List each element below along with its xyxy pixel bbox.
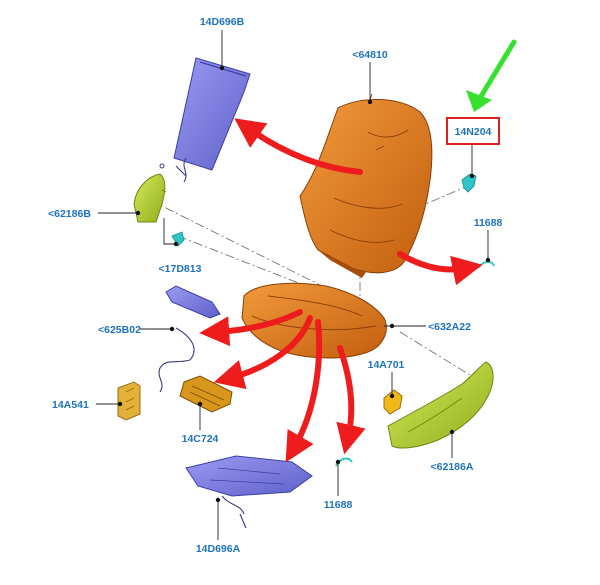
label-side-left[interactable]: <62186B [48,208,91,220]
red-arrow-cushion-to-module [213,315,313,390]
red-arrow-back-to-pad [234,118,363,175]
center-module-part[interactable] [179,375,233,413]
wire-frame-part[interactable] [158,285,221,393]
label-clip-left[interactable]: <17D813 [159,263,202,275]
seat-back-foam-part[interactable] [299,93,433,278]
seat-cushion-foam-part[interactable] [241,282,387,359]
bottom-clip-part[interactable] [335,457,353,467]
label-pad-back[interactable]: 14D696B [200,16,245,28]
red-arrow-cushion-to-clip [336,345,366,455]
red-arrow-cushion-to-frame [199,309,303,347]
label-side-right[interactable]: <62186A [431,461,474,473]
label-module-left[interactable]: 14A541 [52,399,89,411]
highlight-box [446,117,500,145]
label-clip-back[interactable]: 11688 [474,217,503,229]
label-frame[interactable]: <625B02 [98,324,141,336]
label-seat-back[interactable]: <64810 [352,49,387,61]
right-clip-part[interactable] [477,260,495,269]
label-seat-cushion[interactable]: <632A22 [428,321,471,333]
switch-part[interactable] [383,389,403,415]
assembly-arrows [199,118,483,463]
left-module-part[interactable] [117,381,141,421]
label-pad-bottom[interactable]: 14D696A [196,543,241,555]
leader-lines [96,30,491,540]
highlighted-bracket-part[interactable] [461,173,477,193]
label-highlight-part[interactable]: 14N204 [455,126,492,138]
red-arrow-cushion-to-pad [285,319,323,463]
seat-cushion-pad-part[interactable] [185,455,313,529]
left-side-trim-part[interactable] [133,163,167,223]
seat-back-pad-part[interactable] [173,57,251,183]
part-labels: 14D696B <64810 14N204 <62186B 11688 <17D… [48,16,502,555]
red-arrow-back-to-clip [397,251,483,286]
label-switch[interactable]: 14A701 [368,359,405,371]
green-callout-arrow [466,39,517,112]
right-side-trim-part[interactable] [387,361,494,449]
label-module-center[interactable]: 14C724 [182,433,219,445]
label-clip-bottom[interactable]: 11688 [324,499,353,511]
